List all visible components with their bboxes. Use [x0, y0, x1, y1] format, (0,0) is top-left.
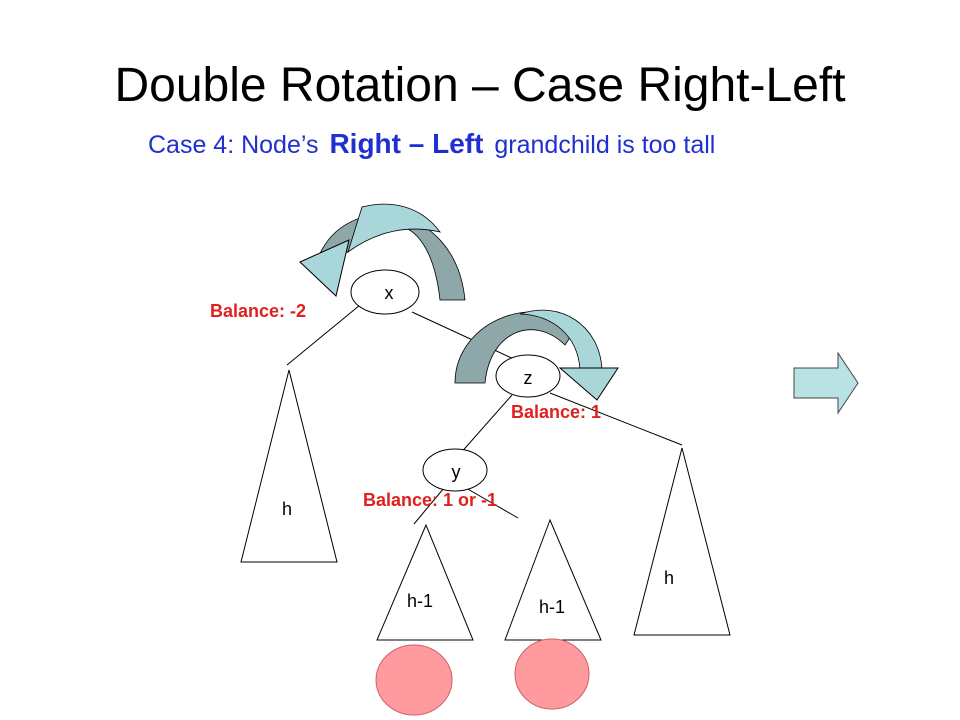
node-z-label: z	[524, 368, 533, 388]
subtree-left-of-x	[240, 369, 338, 563]
subtitle-suffix: grandchild is too tall	[494, 131, 716, 159]
overflow-bubble-right	[514, 638, 590, 710]
edge-z-y	[458, 394, 513, 456]
node-y-label: y	[452, 462, 461, 482]
subtree-left-of-x-label: h	[282, 499, 292, 519]
balance-x-label: Balance: -2	[210, 301, 306, 321]
overflow-bubble-left	[375, 644, 453, 716]
node-y	[422, 448, 488, 492]
subtree-right-of-z-label: h	[664, 568, 674, 588]
rotation-arrow-icon	[299, 203, 466, 301]
rotation-arrow-icon	[454, 309, 619, 401]
subtree-left-of-y	[376, 523, 474, 641]
edge-y-right	[465, 487, 519, 519]
page-subtitle: Case 4: Node’s Right – Left grandchild i…	[148, 128, 715, 160]
edge-y-left	[413, 487, 445, 525]
node-x-label: x	[385, 283, 394, 303]
balance-y-label: Balance: 1 or -1	[363, 490, 497, 510]
node-x	[350, 269, 420, 315]
balance-z-label: Balance: 1	[511, 402, 601, 422]
edge-z-right	[549, 392, 683, 446]
node-z	[495, 354, 561, 398]
subtree-right-of-y	[504, 518, 602, 641]
subtree-right-of-y-label: h-1	[539, 597, 565, 617]
subtitle-emphasis: Right – Left	[329, 128, 484, 159]
edge-x-z	[411, 311, 517, 361]
subtree-left-of-y-label: h-1	[407, 591, 433, 611]
page-title: Double Rotation – Case Right-Left	[114, 59, 846, 112]
edge-x-left	[286, 304, 361, 366]
next-arrow-icon	[793, 351, 859, 415]
subtitle-prefix: Case 4: Node’s	[148, 131, 319, 159]
subtree-right-of-z	[633, 447, 731, 636]
